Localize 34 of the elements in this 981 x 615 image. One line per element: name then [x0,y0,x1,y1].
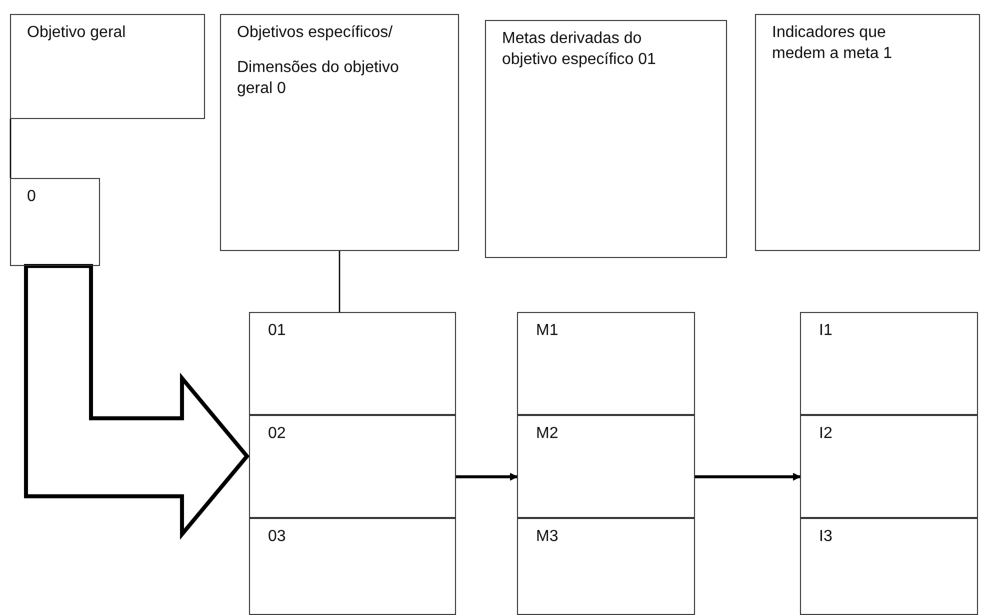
connector-line [10,119,12,178]
list-cell [249,415,456,518]
box-text: Dimensões do objetivo geral 0 [237,58,400,99]
block-arrow [24,264,250,540]
list-cell [249,518,456,615]
box-text: 02 [268,424,287,444]
box-text: 01 [268,321,287,341]
list-cell [800,518,978,615]
text-box [10,178,100,266]
box-text: Objetivos específicos/ [237,23,394,43]
text-box [10,14,205,119]
box-text: Indicadores que medem a meta 1 [772,23,894,64]
arrow [695,472,801,481]
box-text: M3 [536,527,560,547]
list-cell [800,312,978,415]
box-text: M1 [536,321,560,341]
box-text: 03 [268,527,287,547]
list-cell [517,312,695,415]
list-cell [517,518,695,615]
box-text: I2 [819,424,834,444]
box-text: I3 [819,527,834,547]
box-text: Metas derivadas do objetivo específico 01 [502,29,657,70]
text-box [755,14,980,251]
list-cell [249,312,456,415]
list-cell [517,415,695,518]
text-box [485,20,727,258]
arrow [456,472,518,481]
text-box [220,14,459,251]
box-text: 0 [27,187,37,207]
list-cell [800,415,978,518]
box-text: Objetivo geral [27,23,127,43]
box-text: I1 [819,321,834,341]
box-text: M2 [536,424,560,444]
connector-line [338,251,340,312]
